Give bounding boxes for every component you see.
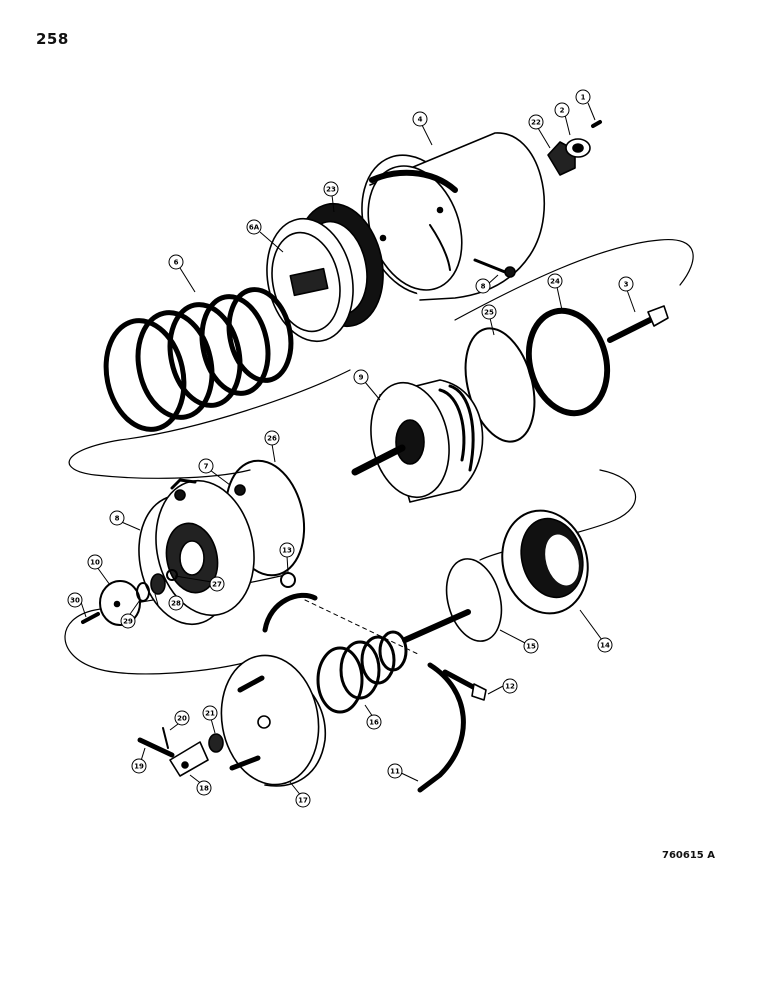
svg-text:9: 9 <box>359 374 364 382</box>
page-number: 258 <box>36 30 69 48</box>
callout-29: 29 <box>120 613 136 629</box>
housing-bolt <box>473 258 507 274</box>
callout-23: 23 <box>323 181 339 197</box>
cap-and-screw <box>547 120 602 176</box>
screw-30 <box>81 612 100 624</box>
return-spring <box>316 630 408 714</box>
svg-text:2: 2 <box>560 107 565 115</box>
clevis-assembly <box>137 727 224 777</box>
callout-4: 4 <box>412 111 428 127</box>
svg-text:19: 19 <box>134 763 144 771</box>
svg-text:3: 3 <box>624 281 629 289</box>
callout-19: 19 <box>131 758 147 774</box>
upper-guide-loop <box>68 369 351 479</box>
svg-text:22: 22 <box>531 119 541 127</box>
svg-text:14: 14 <box>600 642 610 650</box>
nut-13 <box>280 572 296 588</box>
figure-id: 760615 A <box>662 850 715 861</box>
chamber-body <box>138 478 255 626</box>
upper-guide-loop-right <box>454 239 694 321</box>
cylinder-housing <box>361 132 545 301</box>
callout-27: 27 <box>209 576 225 592</box>
svg-text:10: 10 <box>90 559 100 567</box>
svg-text:28: 28 <box>171 600 181 608</box>
svg-text:6A: 6A <box>249 224 260 232</box>
svg-text:24: 24 <box>550 278 560 286</box>
callout-10: 10 <box>87 554 103 570</box>
svg-text:17: 17 <box>298 797 308 805</box>
svg-text:7: 7 <box>204 463 209 471</box>
callout-16: 16 <box>366 714 382 730</box>
callout-30: 30 <box>67 592 83 608</box>
piston <box>351 379 484 503</box>
svg-text:21: 21 <box>205 710 215 718</box>
svg-text:8: 8 <box>481 283 486 291</box>
callout-18: 18 <box>196 780 212 796</box>
callout-14: 14 <box>597 637 613 653</box>
clamp-bolt <box>442 669 478 691</box>
svg-text:29: 29 <box>123 618 133 626</box>
svg-text:27: 27 <box>212 581 222 589</box>
washer-29 <box>136 582 150 602</box>
callout-8: 8 <box>109 510 125 526</box>
push-rod-plate <box>402 558 503 643</box>
svg-text:15: 15 <box>526 643 536 651</box>
callout-6: 6 <box>168 254 184 270</box>
long-bolt <box>607 305 669 343</box>
callout-15: 15 <box>523 638 539 654</box>
svg-text:11: 11 <box>390 768 400 776</box>
large-ring <box>525 307 611 417</box>
svg-text:25: 25 <box>484 309 494 317</box>
coil-spring <box>103 287 294 432</box>
callout-7: 7 <box>198 458 214 474</box>
svg-text:8: 8 <box>115 515 120 523</box>
bushing-28 <box>150 573 166 595</box>
dust-boot <box>501 509 589 615</box>
callout-20: 20 <box>174 710 190 726</box>
callout-21: 21 <box>202 705 218 721</box>
callout-3: 3 <box>618 276 634 292</box>
svg-text:6: 6 <box>174 259 179 267</box>
callout-1: 1 <box>575 89 591 105</box>
callout-22: 22 <box>528 114 544 130</box>
o-ring <box>464 327 536 443</box>
svg-text:20: 20 <box>177 715 187 723</box>
spring-retainer <box>266 217 354 343</box>
plug-27 <box>166 569 178 581</box>
svg-text:18: 18 <box>199 785 209 793</box>
callout-8-top: 8 <box>475 278 491 294</box>
clamp-band <box>262 592 466 793</box>
svg-text:1: 1 <box>581 94 586 102</box>
callout-28: 28 <box>168 595 184 611</box>
callout-12: 12 <box>502 678 518 694</box>
callout-2: 2 <box>554 102 570 118</box>
callout-24: 24 <box>547 273 563 289</box>
svg-text:4: 4 <box>418 116 423 124</box>
svg-text:23: 23 <box>326 186 336 194</box>
callout-26: 26 <box>264 430 280 446</box>
svg-text:12: 12 <box>505 683 515 691</box>
callout-25: 25 <box>481 304 497 320</box>
svg-text:13: 13 <box>282 547 292 555</box>
svg-text:16: 16 <box>369 719 379 727</box>
callout-6a: 6A <box>246 219 262 235</box>
callout-11: 11 <box>387 763 403 779</box>
center-axis-dash <box>304 599 421 656</box>
front-cover <box>220 654 326 787</box>
svg-text:30: 30 <box>70 597 80 605</box>
svg-text:26: 26 <box>267 435 277 443</box>
callout-17: 17 <box>295 792 311 808</box>
callout-9: 9 <box>353 369 369 385</box>
callout-13: 13 <box>279 542 295 558</box>
